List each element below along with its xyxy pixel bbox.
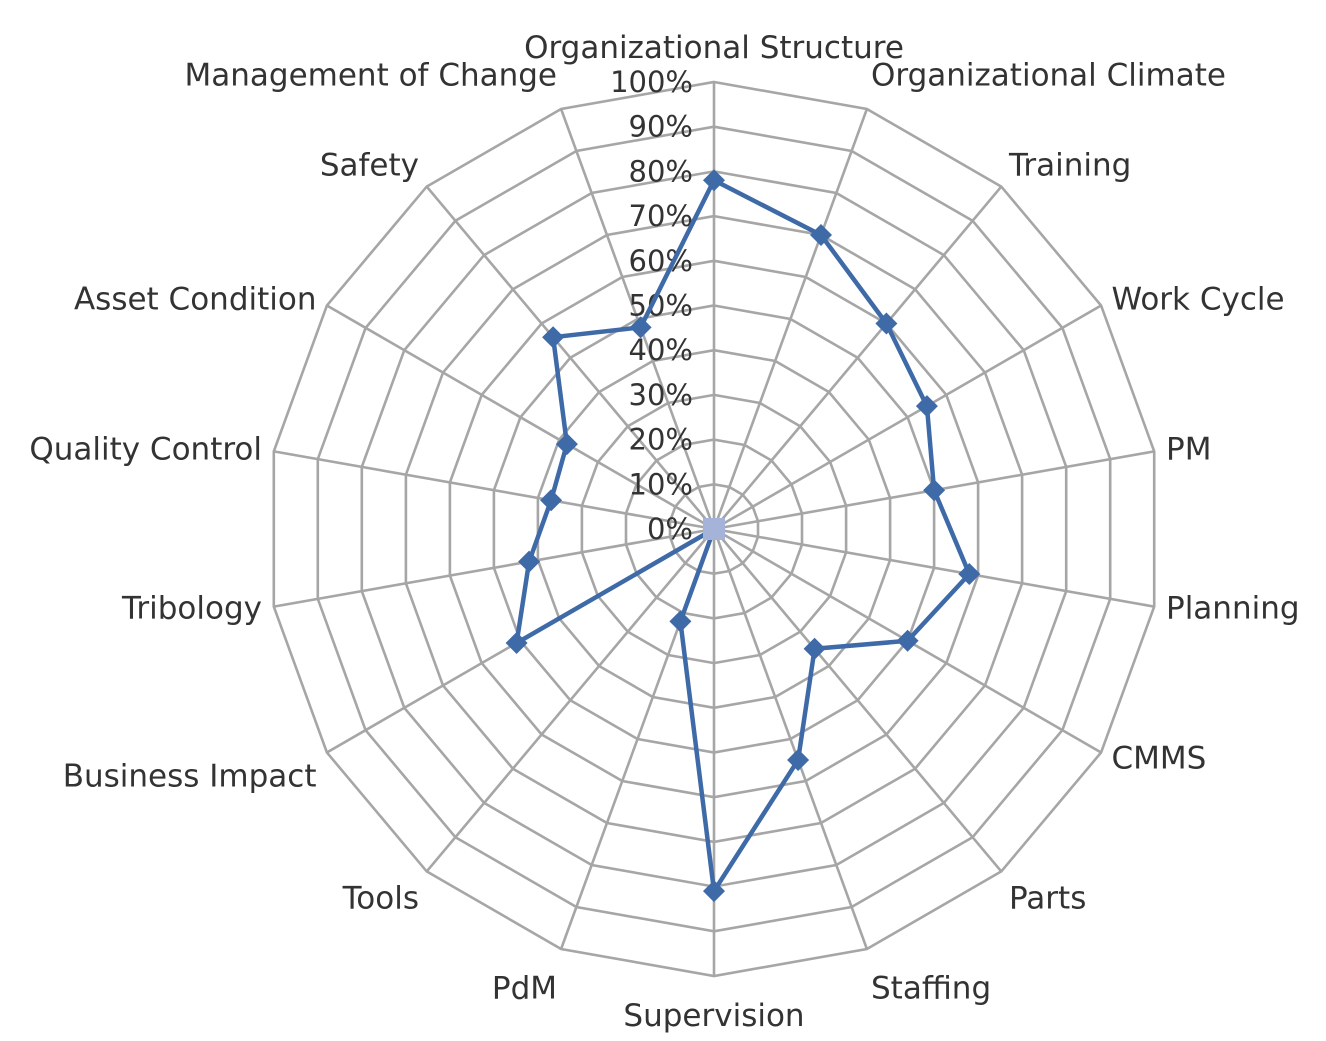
spoke-safety [425,185,715,530]
category-label-organizational-structure: Organizational Structure [524,30,904,66]
data-point-management-of-change [629,316,652,339]
category-label-asset-condition: Asset Condition [74,282,317,318]
spoke-asset-condition [326,304,715,531]
tick-label: 30% [629,378,693,412]
data-point-tribology [518,550,541,573]
series-line [514,178,972,894]
tick-label: 20% [629,423,693,457]
data-point-parts [803,637,826,660]
data-point-cmms [896,629,919,652]
tick-label: 90% [629,110,693,144]
spoke-organizational-climate [712,108,869,530]
tick-label-layer: 0% 10% 20% 30% 40% 50% 60% 70% 80% 90% 100% [610,65,693,546]
data-point-organizational-structure [703,169,725,192]
data-point-organizational-climate [810,224,832,246]
category-label-cmms: CMMS [1112,741,1207,777]
category-label-parts: Parts [1009,881,1086,917]
tick-label: 60% [629,244,693,278]
data-point-staffing [787,749,810,771]
category-label-staffing: Staffing [871,970,991,1006]
data-point-safety [542,326,565,349]
category-label-training: Training [1008,147,1131,183]
tick-label: 100% [610,65,693,99]
spoke-work-cycle [713,304,1102,531]
spoke-management-of-change [559,108,716,530]
spoke-tribology [273,527,715,608]
tick-label: 50% [629,289,693,323]
spoke-tools [425,528,715,873]
category-label-supervision: Supervision [623,998,804,1034]
category-label-work-cycle: Work Cycle [1112,282,1285,318]
category-label-pm: PM [1166,431,1211,467]
tick-label: 80% [629,154,693,188]
category-label-planning: Planning [1166,591,1300,627]
tick-label: 40% [629,333,693,367]
data-point-asset-condition [555,433,578,456]
data-point-training [875,312,898,335]
data-point-tools [703,518,725,540]
category-label-tools: Tools [342,881,419,917]
spoke-training [713,185,1003,530]
category-label-quality-control: Quality Control [29,431,262,467]
data-point-business-impact [505,632,528,654]
category-label-business-impact: Business Impact [63,759,317,795]
data-point-pm [923,479,946,502]
category-label-pdm: PdM [492,970,557,1006]
data-point-quality-control [540,489,563,512]
tick-label: 10% [629,467,693,501]
grid-layer [272,80,1156,978]
category-label-organizational-climate: Organizational Climate [871,58,1226,94]
tick-label: 70% [629,199,693,233]
category-label-safety: Safety [320,147,419,183]
data-point-pdm [669,610,692,633]
data-point-work-cycle [915,395,938,418]
category-label-management-of-change: Management of Change [185,58,557,94]
spoke-parts [713,528,1003,873]
spoke-quality-control [273,450,715,531]
series-layer [505,169,981,903]
data-point-planning [958,563,981,585]
spoke-planning [713,527,1155,608]
tick-label: 0% [647,512,693,546]
category-label-tribology: Tribology [121,591,262,627]
data-point-supervision [703,880,725,903]
spoke-staffing [712,528,869,950]
